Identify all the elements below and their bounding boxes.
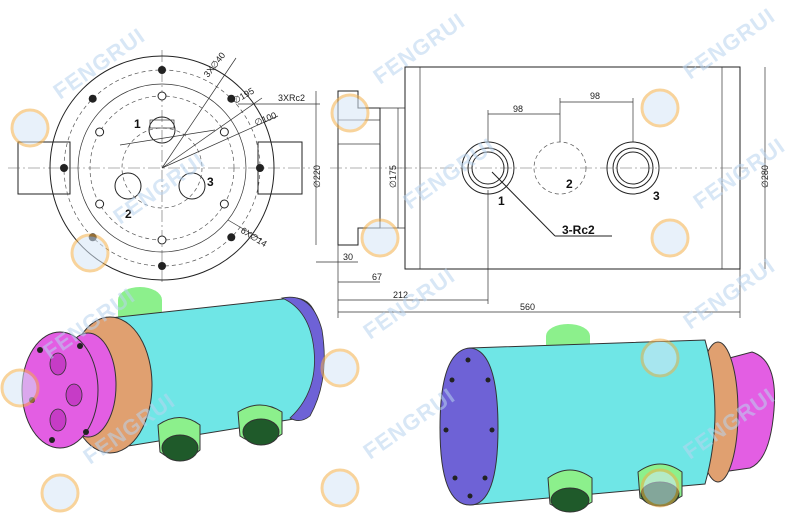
top-port-label-3: 3	[653, 189, 660, 203]
inner-bolt-hole	[157, 235, 167, 245]
watermark-text: FENGRUI	[679, 3, 780, 84]
top-port-label-1: 1	[498, 194, 505, 208]
flange-bolt-hole	[227, 233, 236, 242]
dim-d280: ∅280	[760, 165, 770, 188]
top-view: 98 98 ∅280 3-Rc2 1 2 3	[400, 66, 770, 270]
cylinder-body-right	[469, 339, 716, 506]
inner-bolt-hole	[95, 199, 105, 209]
top-port-label-2: 2	[566, 177, 573, 191]
watermark-logo: FENGRUI	[640, 3, 780, 128]
watermark-text: FENGRUI	[399, 133, 500, 214]
thread-callout: 3-Rc2	[562, 223, 595, 237]
front-port-label-2: 2	[125, 207, 132, 221]
watermark-text: FENGRUI	[109, 148, 210, 229]
flange-bolt-hole	[256, 164, 264, 172]
end-cap-right-render	[439, 347, 499, 506]
dim-spacing-98a: 98	[513, 104, 523, 114]
dim-d220: ∅220	[312, 165, 322, 188]
flange-bolt-hole	[227, 94, 236, 103]
port-hole-2	[114, 172, 142, 200]
port-hole-1	[148, 116, 176, 144]
dim-w30: 30	[343, 252, 353, 262]
flange-bolt-hole	[158, 66, 166, 74]
dim-3x-rc2: 3XRc2	[278, 93, 305, 103]
front-port-label-3: 3	[207, 175, 214, 189]
inner-bolt-hole	[95, 127, 105, 137]
front-view: 3X∅40 ∅195 3XRc2 ∅100 6X∅14 1 2 3	[8, 50, 320, 285]
dim-d195: ∅195	[231, 86, 256, 106]
watermark-logo: FENGRUI	[320, 263, 460, 388]
watermark-logo: FENGRUI	[650, 133, 790, 258]
dim-w560: 560	[520, 302, 535, 312]
watermark-text: FENGRUI	[689, 133, 790, 214]
watermark-logo: FENGRUI	[330, 8, 470, 133]
watermark-logo: FENGRUI	[320, 383, 460, 508]
front-port-label-1: 1	[134, 117, 141, 131]
watermark-text: FENGRUI	[369, 8, 470, 89]
inner-bolt-hole	[219, 127, 229, 137]
render-left	[21, 287, 325, 462]
pcd-100	[121, 127, 203, 209]
dim-d175: ∅175	[388, 165, 398, 188]
watermark-text: FENGRUI	[49, 23, 150, 104]
flange-bolt-hole	[60, 164, 68, 172]
side-section-view: ∅220 ∅175 30 67 212 560	[312, 90, 741, 318]
dim-w212: 212	[393, 290, 408, 300]
end-cap-left-render	[280, 296, 325, 421]
inner-bolt-hole	[219, 199, 229, 209]
watermark-logo: FENGRUI	[10, 23, 150, 148]
inner-bolt-hole	[157, 91, 167, 101]
flange-bolt-hole	[158, 262, 166, 270]
inner-circle	[77, 83, 247, 253]
watermark-text: FENGRUI	[679, 253, 780, 334]
flange-bolt-hole	[88, 94, 97, 103]
watermark-logo: FENGRUI	[70, 148, 210, 273]
outer-flange-circle	[49, 55, 275, 281]
dim-w67: 67	[372, 272, 382, 282]
port-hole-3	[178, 172, 206, 200]
dim-spacing-98b: 98	[590, 91, 600, 101]
watermark-logo: FENGRUI	[360, 133, 500, 258]
